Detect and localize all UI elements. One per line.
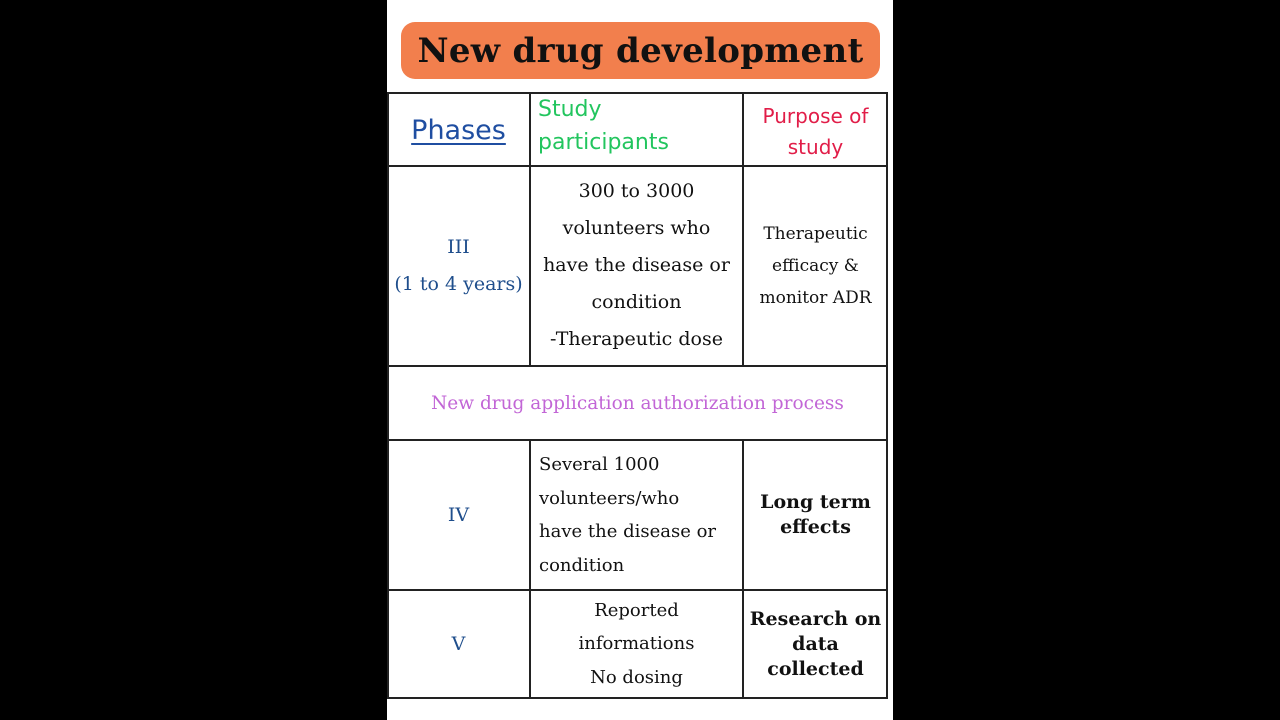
- header-phases-label: Phases: [411, 114, 506, 146]
- column-divider: [742, 92, 744, 366]
- purpose-line: monitor ADR: [759, 288, 872, 308]
- participants-cell-iii: 300 to 3000 volunteers who have the dise…: [530, 172, 743, 358]
- purpose-line: data: [792, 632, 839, 655]
- column-divider: [529, 92, 531, 366]
- column-divider: [529, 439, 531, 699]
- phase-cell-iv: IV: [387, 440, 530, 590]
- phase-number: III: [447, 236, 470, 258]
- column-divider: [742, 439, 744, 699]
- table-divider: [387, 439, 888, 441]
- header-purpose: Purpose of study: [743, 96, 888, 168]
- table-border-bottom: [387, 697, 888, 699]
- header-purpose-line-1: Purpose of: [762, 104, 869, 128]
- purpose-cell-v: Research on data collected: [743, 590, 888, 698]
- participants-line: 300 to 3000: [578, 179, 695, 202]
- table-border-left: [387, 92, 389, 699]
- purpose-line: efficacy &: [772, 256, 859, 276]
- table-divider: [387, 589, 888, 591]
- participants-line: condition: [539, 554, 625, 576]
- participants-line: volunteers who: [562, 216, 711, 239]
- table-divider: [387, 365, 888, 367]
- participants-line: Reported: [594, 599, 679, 621]
- phase-cell-v: V: [387, 590, 530, 698]
- purpose-cell-iii: Therapeutic efficacy & monitor ADR: [743, 166, 888, 366]
- nda-banner: New drug application authorization proce…: [387, 366, 888, 440]
- participants-line: volunteers/who: [539, 487, 680, 509]
- participants-line: have the disease or: [543, 253, 730, 276]
- participants-line: have the disease or: [539, 521, 717, 542]
- participants-cell-iv: Several 1000 volunteers/who have the dis…: [530, 440, 743, 590]
- purpose-line: Therapeutic: [763, 224, 868, 244]
- phase-number: IV: [447, 503, 470, 526]
- participants-cell-v: Reported informations No dosing: [530, 590, 743, 698]
- phase-duration: (1 to 4 years): [394, 273, 523, 295]
- participants-line: Several 1000: [539, 454, 660, 475]
- purpose-line: collected: [767, 657, 864, 680]
- table-divider: [387, 165, 888, 167]
- purpose-line: Long term: [760, 491, 871, 513]
- page-title: New drug development: [401, 22, 880, 79]
- slide-card: New drug development Phases Study partic…: [387, 0, 893, 720]
- purpose-line: Research on: [749, 607, 882, 630]
- participants-line: condition: [591, 290, 682, 313]
- table-border-right: [886, 92, 888, 699]
- participants-line: -Therapeutic dose: [550, 327, 723, 350]
- header-study-participants: Study participants: [530, 90, 743, 162]
- phase-cell-iii: III (1 to 4 years): [387, 166, 530, 366]
- header-study-line-1: Study: [538, 97, 602, 122]
- phase-table: Phases Study participants Purpose of stu…: [387, 0, 893, 720]
- nda-banner-text: New drug application authorization proce…: [431, 392, 844, 414]
- header-purpose-line-2: study: [787, 135, 844, 159]
- purpose-cell-iv: Long term effects: [743, 440, 888, 590]
- phase-number: V: [451, 632, 466, 655]
- table-border-top: [387, 92, 888, 94]
- header-study-line-2: participants: [538, 130, 669, 155]
- participants-line: No dosing: [590, 666, 683, 688]
- participants-line: informations: [578, 633, 695, 655]
- purpose-line: effects: [780, 516, 851, 538]
- header-phases: Phases: [387, 94, 530, 166]
